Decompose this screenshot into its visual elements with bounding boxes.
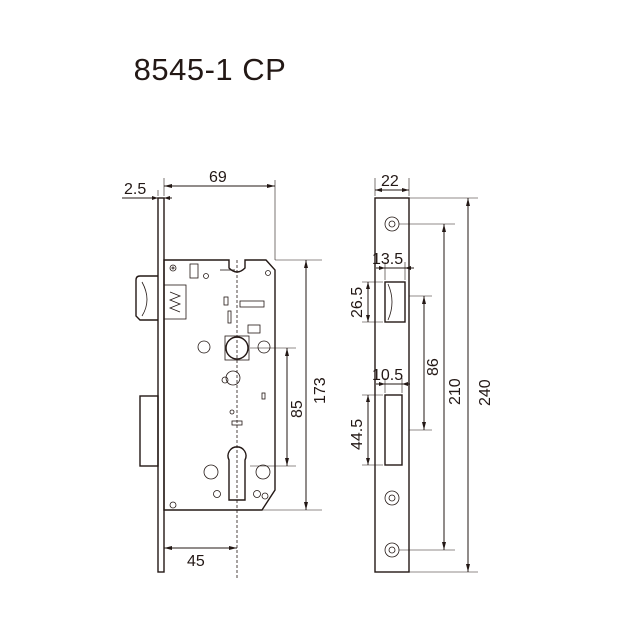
dim-case-height: 173	[312, 377, 329, 404]
dim-latch-height: 26.5	[349, 287, 366, 318]
follower-hub	[225, 336, 249, 360]
dead-bolt	[139, 395, 159, 467]
faceplate-view: 22 13.5 26.5 10.5 44.5 86	[349, 173, 494, 573]
dim-backset-width: 69	[209, 169, 227, 186]
dim-bolt-width: 10.5	[372, 367, 403, 384]
front-plate	[157, 197, 165, 573]
dim-front-plate-thickness: 2.5	[124, 181, 146, 198]
model-title: 8545-1 CP	[133, 52, 287, 87]
cylinder-hole	[227, 446, 247, 501]
latch-opening	[384, 281, 406, 323]
dim-latch-to-bolt: 86	[425, 358, 442, 376]
dim-handle-to-cylinder: 85	[289, 400, 306, 418]
dim-faceplate-length: 240	[477, 379, 494, 406]
dim-bolt-height: 44.5	[349, 419, 366, 450]
lock-case	[163, 259, 276, 511]
dim-latch-width: 13.5	[372, 251, 403, 268]
dim-cylinder-backset: 45	[187, 553, 205, 570]
latch-bolt	[135, 275, 158, 321]
lock-body-view: 2.5 69 173 85 45	[122, 169, 329, 580]
dim-faceplate-width: 22	[381, 173, 399, 190]
bolt-opening	[384, 394, 403, 466]
dim-screw-spacing: 210	[447, 378, 464, 405]
faceplate	[374, 197, 410, 573]
